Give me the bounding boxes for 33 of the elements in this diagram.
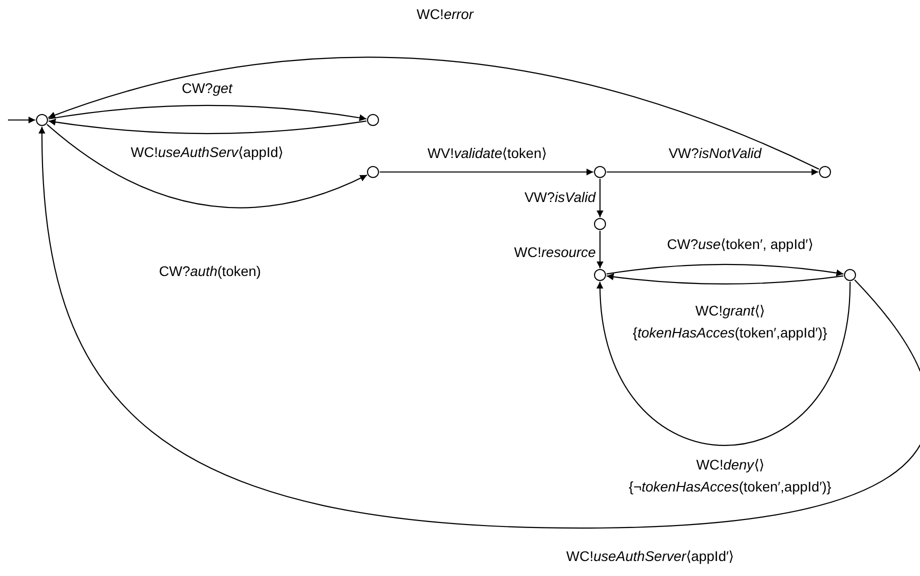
edge-label: WC!useAuthServ⟨appId⟩ [130, 144, 284, 160]
edge-label: VW?isValid [524, 189, 596, 205]
edge-label: WV!validate⟨token⟩ [428, 145, 546, 161]
arrow [48, 118, 366, 134]
edge-label: WC!resource [514, 244, 596, 260]
arrow [606, 168, 818, 176]
arrow [46, 124, 368, 208]
arrow [596, 178, 604, 218]
state-circle [594, 218, 606, 230]
edge-label: WC!error [416, 6, 474, 22]
edge-label: WC!useAuthServer⟨appId′⟩ [566, 548, 734, 564]
arrow [597, 282, 851, 446]
state-circle [594, 166, 606, 178]
state-circle [594, 269, 606, 281]
edge-label: CW?use⟨token′, appId′⟩ [667, 236, 813, 252]
arrow [48, 56, 820, 170]
arrow [8, 116, 36, 124]
edge-label: WC!grant⟨⟩ {tokenHasAcces(token′,appId′)} [632, 302, 828, 343]
state-circle [819, 166, 831, 178]
edge-label: WC!deny⟨⟩ {¬tokenHasAcces(token′,appId′)} [628, 456, 832, 497]
arrow [606, 273, 844, 284]
state-circle [36, 114, 48, 126]
state-circle [844, 269, 856, 281]
edge-label: CW?get [182, 80, 232, 96]
edge-label: CW?auth(token) [159, 263, 261, 279]
state-circle [367, 114, 379, 126]
arrow [38, 126, 920, 529]
arrow [596, 230, 604, 268]
arrow [380, 168, 594, 176]
state-circle [367, 166, 379, 178]
arrow [48, 104, 366, 122]
edge-label: VW?isNotValid [668, 145, 762, 161]
arrow [606, 264, 844, 276]
